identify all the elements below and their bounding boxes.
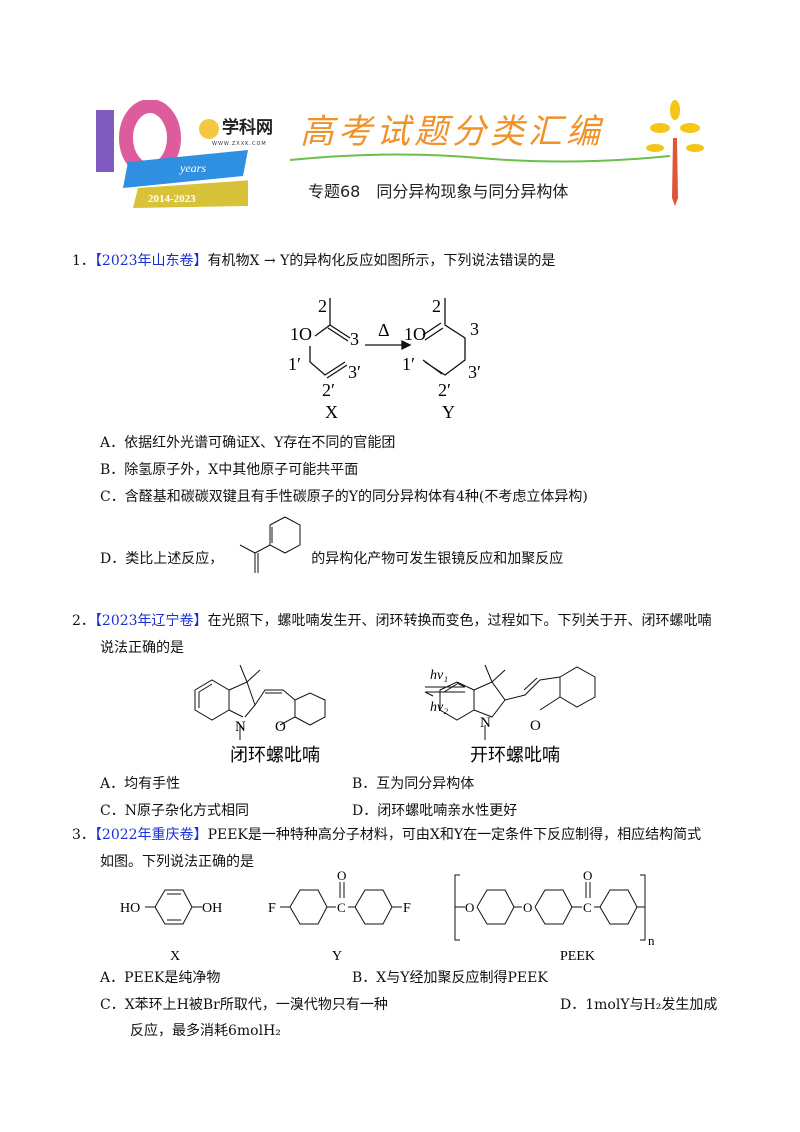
hv2-label: hν₂ [430, 700, 448, 715]
q1-option-b[interactable]: B．除氢原子外，X中其他原子可能共平面 [100, 462, 359, 478]
q3-option-d[interactable]: D．1molY与H₂发生加成 [560, 997, 718, 1013]
q1-option-d[interactable]: D．类比上述反应， 的异构化产物可发生银镜反应和加聚反应 [100, 548, 563, 568]
question-2: 2．【2023年辽宁卷】在光照下，螺吡喃发生开、闭环转换而变色，过程如下。下列关… [72, 610, 712, 630]
x-atom-label: 3 [350, 329, 359, 349]
y-atom-label: 3′ [468, 362, 481, 382]
question-number: 2． [72, 613, 95, 629]
compound-x-label: X [325, 402, 338, 422]
carbonyl-oxygen: O [337, 870, 346, 883]
y-atom-label: 1′ [402, 354, 415, 374]
question-text: 在光照下，螺吡喃发生开、闭环转换而变色，过程如下。下列关于开、闭环螺吡喃 [207, 613, 712, 629]
question-1: 1．【2023年山东卷】有机物X → Y的异构化反应如图所示，下列说法错误的是 [72, 250, 555, 270]
question-text: PEEK是一种特种高分子材料，可由X和Y在一定条件下反应制得，相应结构简式 [207, 827, 702, 843]
option-d-text: D．类比上述反应， [100, 551, 224, 567]
logo-ribbon-blue [123, 150, 248, 188]
topic-subtitle: 专题68 同分异构现象与同分异构体 [308, 182, 569, 201]
option-d-text-2: 的异构化产物可发生银镜反应和加聚反应 [311, 551, 564, 567]
hydroxyl-label: HO [120, 901, 140, 916]
compound-y-label: Y [442, 402, 455, 422]
logo-years: years [179, 161, 206, 175]
x-atom-label: 1O [290, 324, 312, 344]
logo-ribbon-yellow [133, 180, 248, 208]
q3-option-a[interactable]: A．PEEK是纯净物 [100, 970, 221, 986]
y-atom-label: 2 [432, 296, 441, 316]
y-atom-label: 1O [404, 324, 426, 344]
y-atom-label: 2′ [438, 380, 451, 400]
q2-option-d[interactable]: D．闭环螺吡喃亲水性更好 [352, 803, 518, 819]
q2-option-c[interactable]: C．N原子杂化方式相同 [100, 803, 249, 819]
compound-y-label: Y [332, 949, 342, 964]
closed-ring-label: 闭环螺吡喃 [230, 745, 320, 765]
brand-url: WWW.ZXXK.COM [212, 141, 267, 147]
question-number: 3． [72, 827, 95, 843]
y-atom-label: 3 [470, 319, 479, 339]
q3-option-c[interactable]: C．X苯环上H被Br所取代，一溴代物只有一种 [100, 997, 388, 1013]
question-text: 有机物X → Y的异构化反应如图所示，下列说法错误的是 [207, 253, 556, 269]
tree-pencil-icon [646, 100, 704, 206]
q1-option-c[interactable]: C．含醛基和碳碳双键且有手性碳原子的Y的同分异构体有4种(不考虑立体异构) [100, 489, 588, 505]
question-source: 【2023年山东卷】 [94, 253, 208, 269]
question-3: 3．【2022年重庆卷】PEEK是一种特种高分子材料，可由X和Y在一定条件下反应… [72, 824, 701, 844]
question-source: 【2022年重庆卷】 [94, 827, 208, 843]
question-number: 1． [72, 253, 95, 269]
q2-option-a[interactable]: A．均有手性 [100, 776, 181, 792]
q2-option-b[interactable]: B．互为同分异构体 [352, 776, 475, 792]
q3-peek-figure: HO OH F F C O O O C O n X Y PEEK [120, 870, 655, 964]
q3-option-b[interactable]: B．X与Y经加聚反应制得PEEK [352, 970, 548, 986]
x-atom-label: 3′ [348, 362, 361, 382]
ether-oxygen: O [523, 900, 532, 915]
open-ring-label: 开环螺吡喃 [470, 745, 560, 765]
vine-decoration [290, 153, 670, 163]
compound-x-label: X [170, 949, 180, 964]
q1-reaction-figure: 2 3 1O 1′ 2′ 3′ 2 3 1O 1′ 2′ 3′ Δ X Y [288, 296, 481, 422]
fluorine-label: F [268, 901, 276, 916]
q1-option-a[interactable]: A．依据红外光谱可确证X、Y存在不同的官能团 [100, 435, 396, 451]
x-atom-label: 2 [318, 296, 327, 316]
banner-title: 高考试题分类汇编 [300, 112, 604, 152]
q2-spiropyran-figure: N O N O hν₁ hν₂ 闭环螺吡喃 开环螺吡喃 [194, 664, 596, 765]
repeat-n: n [648, 933, 655, 948]
nitrogen-cation-atom: N [480, 715, 491, 731]
fluorine-label: F [403, 901, 411, 916]
question-2-text-cont: 说法正确的是 [100, 640, 184, 656]
hv1-label: hν₁ [430, 668, 448, 683]
question-3-text-cont: 如图。下列说法正确的是 [100, 854, 254, 870]
owl-icon [199, 119, 219, 139]
carbonyl-oxygen: O [583, 870, 592, 883]
ten-years-logo: years 2014-2023 [96, 100, 248, 208]
ether-oxygen: O [465, 900, 474, 915]
x-atom-label: 1′ [288, 354, 301, 374]
logo-range: 2014-2023 [148, 193, 196, 205]
x-atom-label: 2′ [322, 380, 335, 400]
carbonyl-carbon: C [583, 900, 592, 915]
q3-option-d-cont: 反应，最多消耗6molH₂ [130, 1023, 281, 1039]
brand-logo-text: 学科网 [222, 118, 273, 138]
heat-symbol: Δ [378, 320, 390, 340]
pyran-ketone-structure [239, 516, 301, 573]
question-source: 【2023年辽宁卷】 [94, 613, 208, 629]
peek-label: PEEK [560, 949, 595, 964]
oxygen-atom: O [275, 719, 286, 735]
carbonyl-carbon: C [337, 900, 346, 915]
oxygen-anion-atom: O [530, 718, 541, 734]
nitrogen-atom: N [235, 719, 246, 735]
hydroxyl-label: OH [202, 901, 222, 916]
